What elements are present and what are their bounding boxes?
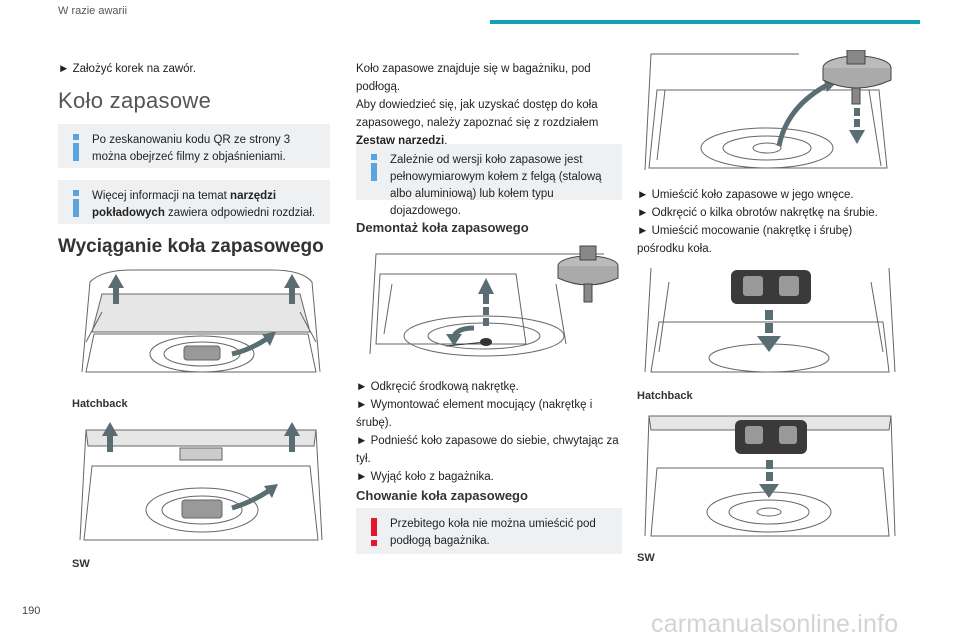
- watermark: carmanualsonline.info: [651, 610, 899, 638]
- caption-sw: SW: [72, 558, 90, 570]
- info-note-tools-text: Więcej informacji na temat: [92, 190, 231, 202]
- caption-hatchback-fixing: Hatchback: [637, 390, 693, 402]
- reinstall-step-3: ► Umieścić mocowanie (nakrętkę i śrubę) …: [637, 225, 853, 255]
- disassembly-illustration: [369, 245, 619, 357]
- warning-exclamation-icon: [367, 518, 381, 548]
- info-note-tools-bold: narzędzi pokładowych: [92, 190, 277, 219]
- header-title: W razie awarii: [58, 5, 128, 17]
- reinstall-illustration: [644, 50, 892, 171]
- info-icon: [69, 190, 83, 220]
- header-accent-bar: [490, 20, 920, 24]
- caption-sw-fixing: SW: [637, 552, 655, 564]
- section-title: Koło zapasowe: [58, 88, 212, 113]
- heading-disassembly: Demontaż koła zapasowego: [356, 220, 529, 235]
- fixing-hatchback-illustration: [644, 267, 896, 373]
- warning-note-text: Przebitego koła nie można umieścić pod p…: [390, 518, 596, 547]
- info-icon: [69, 134, 83, 164]
- info-note-qr-text: Po zeskanowaniu kodu QR ze strony 3 możn…: [92, 134, 291, 163]
- warning-note-punctured: Przebitego koła nie można umieścić pod p…: [356, 508, 622, 554]
- info-note-wheel-text: Zależnie od wersji koło zapasowe jest pe…: [390, 154, 602, 217]
- info-note-wheel-type: Zależnie od wersji koło zapasowe jest pe…: [356, 144, 622, 217]
- info-note-tools-end: zawiera odpowiedni rozdział.: [164, 207, 316, 219]
- disassembly-step-1: ► Odkręcić środkową nakrętkę.: [356, 381, 519, 393]
- disassembly-step-3: ► Podnieść koło zapasowe do siebie, chwy…: [356, 435, 619, 465]
- page-number: 190: [22, 605, 41, 617]
- heading-stow: Chowanie koła zapasowego: [356, 488, 528, 503]
- info-icon: [367, 154, 381, 184]
- intro-text: Koło zapasowe znajduje się w bagażniku, …: [356, 60, 622, 150]
- info-note-tools: Więcej informacji na temat narzędzi pokł…: [58, 180, 330, 224]
- trunk-hatchback-illustration: [81, 269, 321, 373]
- reinstall-step-1: ► Umieścić koło zapasowe w jego wnęce.: [637, 189, 854, 201]
- intro-text-main: Koło zapasowe znajduje się w bagażniku, …: [356, 63, 599, 129]
- disassembly-step-2: ► Wymontować element mocujący (nakrętkę …: [356, 399, 593, 429]
- info-note-qr: Po zeskanowaniu kodu QR ze strony 3 możn…: [58, 124, 330, 168]
- caption-hatchback: Hatchback: [72, 398, 128, 410]
- heading-remove-spare: Wyciąganie koła zapasowego: [58, 236, 324, 257]
- bullet-cap: ► Założyć korek na zawór.: [58, 63, 196, 75]
- reinstall-step-2: ► Odkręcić o kilka obrotów nakrętkę na ś…: [637, 207, 878, 219]
- disassembly-step-4: ► Wyjąć koło z bagażnika.: [356, 471, 494, 483]
- intro-text-end: .: [444, 135, 448, 147]
- trunk-sw-illustration: [79, 422, 323, 541]
- fixing-sw-illustration: [644, 415, 896, 537]
